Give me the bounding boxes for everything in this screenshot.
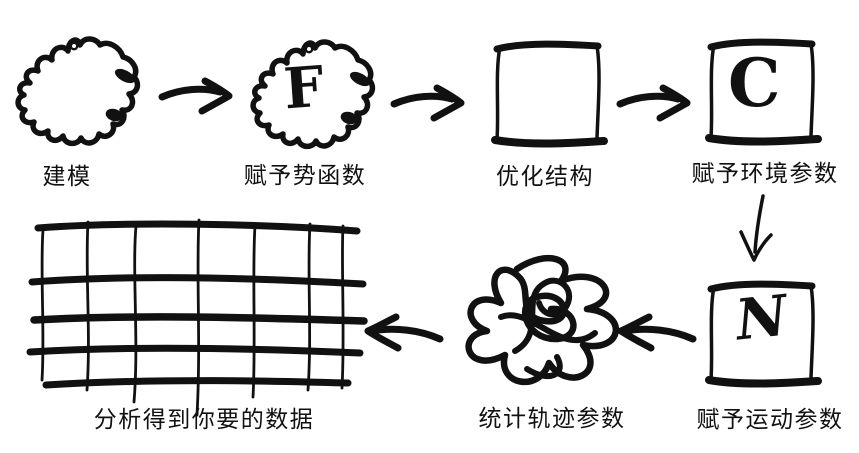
letter-n: N xyxy=(732,282,791,354)
arrow-right-icon-3 xyxy=(620,88,687,118)
arrow-right-icon-1 xyxy=(162,81,229,111)
letter-c: C xyxy=(728,44,781,122)
arrow-left-icon-2 xyxy=(368,317,440,348)
square-shape-optimize xyxy=(495,44,604,143)
step-label-potential: 赋予势函数 xyxy=(243,163,367,189)
step-label-optimize: 优化结构 xyxy=(496,164,594,190)
letter-f: F xyxy=(281,53,327,123)
blob-shape-modeling xyxy=(18,39,137,143)
arrow-left-icon-1 xyxy=(621,317,693,348)
scribble-shape-trajectory xyxy=(465,255,619,386)
step-label-modeling: 建模 xyxy=(42,164,92,190)
step-label-analysis: 分析得到你要的数据 xyxy=(93,407,315,433)
arrow-down-icon xyxy=(739,194,773,262)
step-label-environment: 赋予环境参数 xyxy=(691,161,839,187)
grid-shape-data-table xyxy=(26,218,368,417)
arrow-right-icon-2 xyxy=(394,88,461,118)
step-label-motion: 赋予运动参数 xyxy=(696,407,844,433)
step-label-trajectory: 统计轨迹参数 xyxy=(478,406,626,432)
